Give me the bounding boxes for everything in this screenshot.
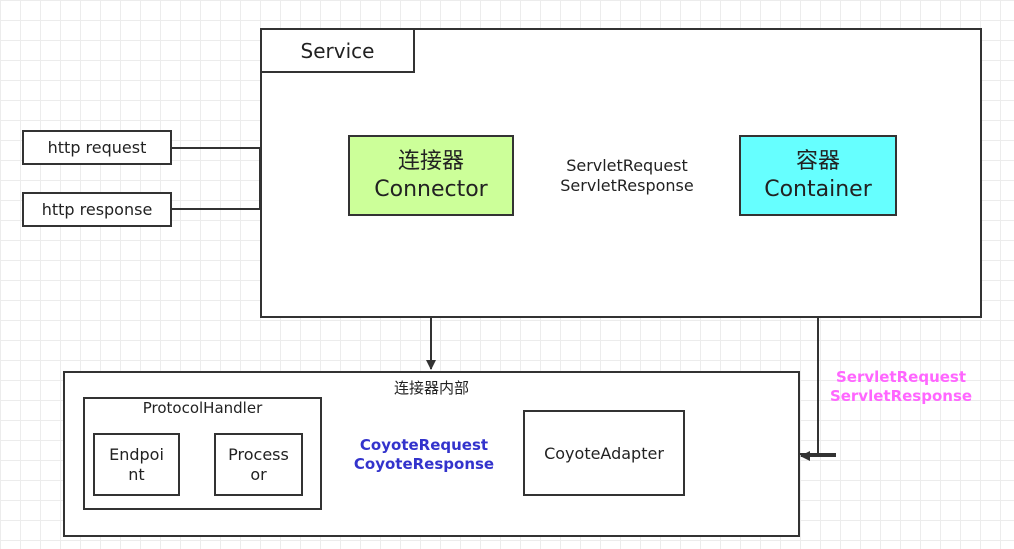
processor-label-line2: or	[250, 464, 267, 484]
http-response-box: http response	[22, 192, 172, 227]
protocol-handler-title: ProtocolHandler	[142, 399, 263, 417]
coyote-edge-line1: CoyoteRequest	[359, 436, 489, 454]
external-servlet-label: ServletRequest ServletResponse	[824, 368, 978, 406]
http-request-label: http request	[47, 138, 147, 157]
http-response-label: http response	[41, 200, 153, 219]
servlet-edge-line1: ServletRequest	[566, 156, 688, 175]
endpoint-label-line1: Endpoi	[109, 444, 164, 464]
connector-name-en: Connector	[374, 176, 488, 202]
endpoint-label-line2: nt	[128, 464, 145, 484]
servlet-edge-label: ServletRequest ServletResponse	[560, 156, 694, 196]
container-name-en: Container	[764, 176, 872, 202]
connector-name-cn: 连接器	[397, 148, 464, 174]
service-title: Service	[300, 38, 375, 63]
coyote-adapter-label: CoyoteAdapter	[544, 443, 664, 463]
servlet-edge-line2: ServletResponse	[560, 176, 694, 195]
container-name-cn: 容器	[795, 148, 840, 174]
coyote-adapter-box: CoyoteAdapter	[523, 410, 685, 496]
external-servlet-line2: ServletResponse	[829, 387, 973, 405]
http-request-box: http request	[22, 130, 172, 165]
http-response-line	[172, 176, 261, 210]
external-servlet-line1: ServletRequest	[835, 368, 967, 386]
http-request-line	[172, 147, 261, 176]
connector-box: 连接器 Connector	[348, 135, 514, 216]
processor-box: Process or	[214, 433, 303, 496]
coyote-edge-label: CoyoteRequest CoyoteResponse	[350, 436, 498, 474]
service-title-box: Service	[260, 28, 415, 73]
coyote-edge-line2: CoyoteResponse	[353, 455, 495, 473]
container-box: 容器 Container	[739, 135, 897, 216]
connector-internals-title: 连接器内部	[393, 379, 469, 397]
processor-label-line1: Process	[228, 444, 289, 464]
endpoint-box: Endpoi nt	[93, 433, 180, 496]
